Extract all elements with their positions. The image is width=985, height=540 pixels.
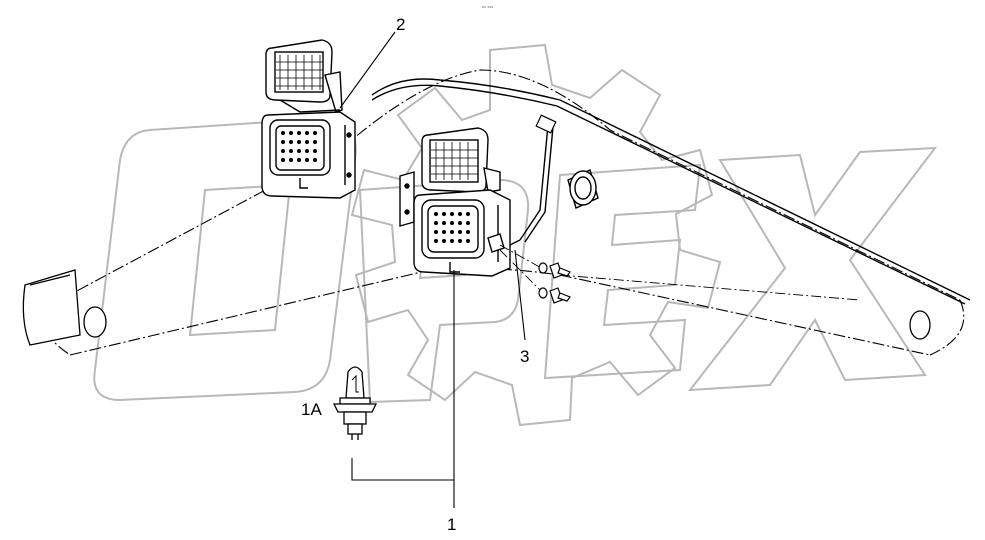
pivot-hole-right [909, 310, 931, 340]
leader-part-3 [514, 249, 526, 341]
work-lamp-icon [265, 39, 343, 113]
assembly-leaders [499, 244, 861, 301]
headlamp-icon [261, 111, 356, 199]
leader-part-1-branch [351, 458, 454, 481]
callout-1a: 1A [301, 400, 322, 419]
harness-main-run [371, 78, 971, 301]
harness-clip [535, 114, 557, 134]
bushing-icon [567, 169, 599, 209]
bolt-icon [549, 262, 571, 304]
header-mark: °° °°° [482, 6, 493, 12]
pivot-hole-left [83, 306, 107, 338]
callout-2: 2 [396, 15, 405, 34]
fasteners [538, 262, 571, 304]
callout-1: 1 [447, 515, 456, 534]
work-lamp-icon [421, 127, 501, 193]
washer-icon [538, 262, 548, 299]
boom-upper-edge [59, 69, 961, 301]
headlamp-icon [413, 189, 511, 277]
watermark-gear-outline [350, 43, 722, 427]
boom-right-end [929, 299, 965, 356]
leader-part-2 [339, 31, 396, 109]
callout-leaders [339, 31, 526, 508]
boom-lower-edge [69, 267, 931, 356]
lamp-assembly-1 [399, 127, 511, 277]
connector-plug [487, 233, 505, 253]
callout-3: 3 [520, 347, 529, 366]
halogen-bulb-icon [332, 366, 378, 440]
harness-branch [519, 124, 549, 241]
watermark-x [687, 146, 938, 392]
lamp-assembly-2 [261, 39, 356, 199]
opex-watermark [93, 43, 938, 427]
boom-pivot-left [22, 269, 107, 346]
bracket-icon [399, 171, 415, 227]
